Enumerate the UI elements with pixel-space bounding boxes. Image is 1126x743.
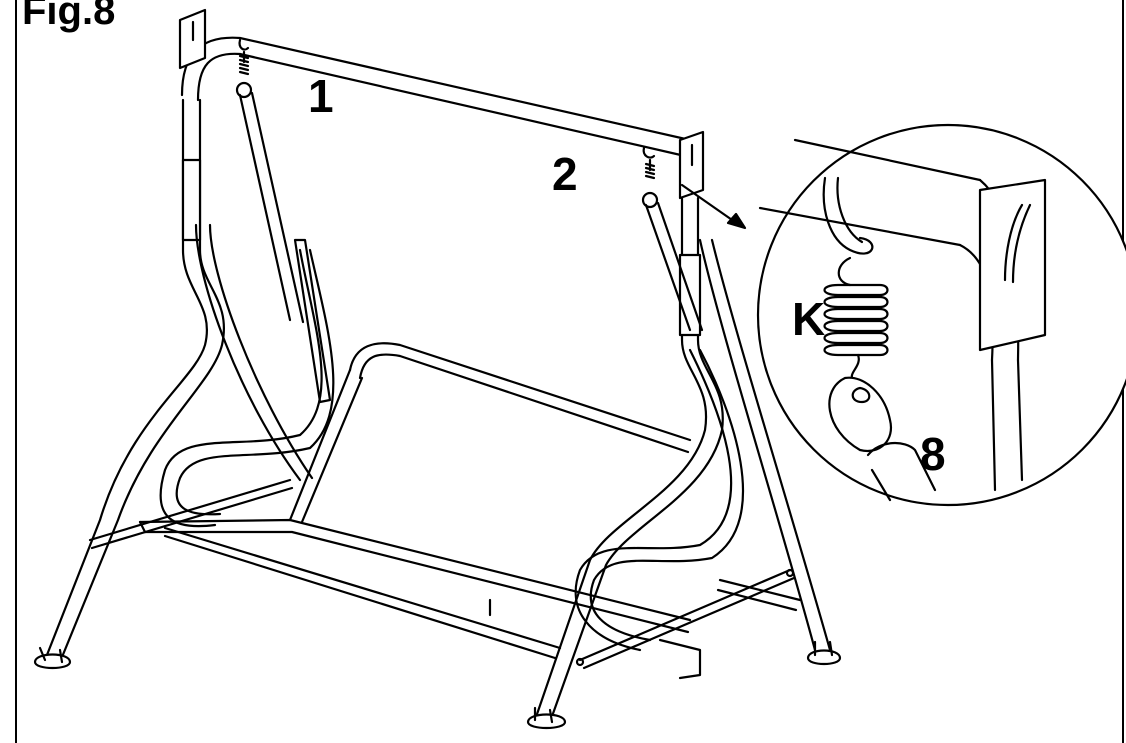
right-rear-leg (698, 238, 832, 652)
callout-part-2: 2 (552, 148, 578, 200)
callout-part-8: 8 (920, 428, 946, 480)
detail-pointer-arrow (680, 183, 747, 230)
seat-back-frame (288, 342, 692, 524)
right-end-plate (678, 130, 705, 200)
right-armrest (574, 348, 745, 652)
callout-part-1: 1 (308, 70, 334, 122)
left-front-leg (43, 98, 225, 664)
left-rear-leg (194, 223, 332, 482)
stretcher-bars (88, 478, 802, 670)
left-armrest (159, 248, 335, 528)
left-end-plate (178, 8, 207, 70)
left-hanger-assembly (235, 38, 305, 324)
callout-part-k: K (792, 293, 825, 345)
seat-base (138, 518, 702, 680)
feet (33, 640, 842, 730)
figure-label: Fig.8 (22, 0, 115, 33)
swing-frame (33, 8, 842, 730)
detail-circle (756, 123, 1126, 507)
right-hanger-assembly (641, 146, 704, 332)
top-bar (180, 36, 692, 158)
right-front-leg (533, 196, 724, 724)
